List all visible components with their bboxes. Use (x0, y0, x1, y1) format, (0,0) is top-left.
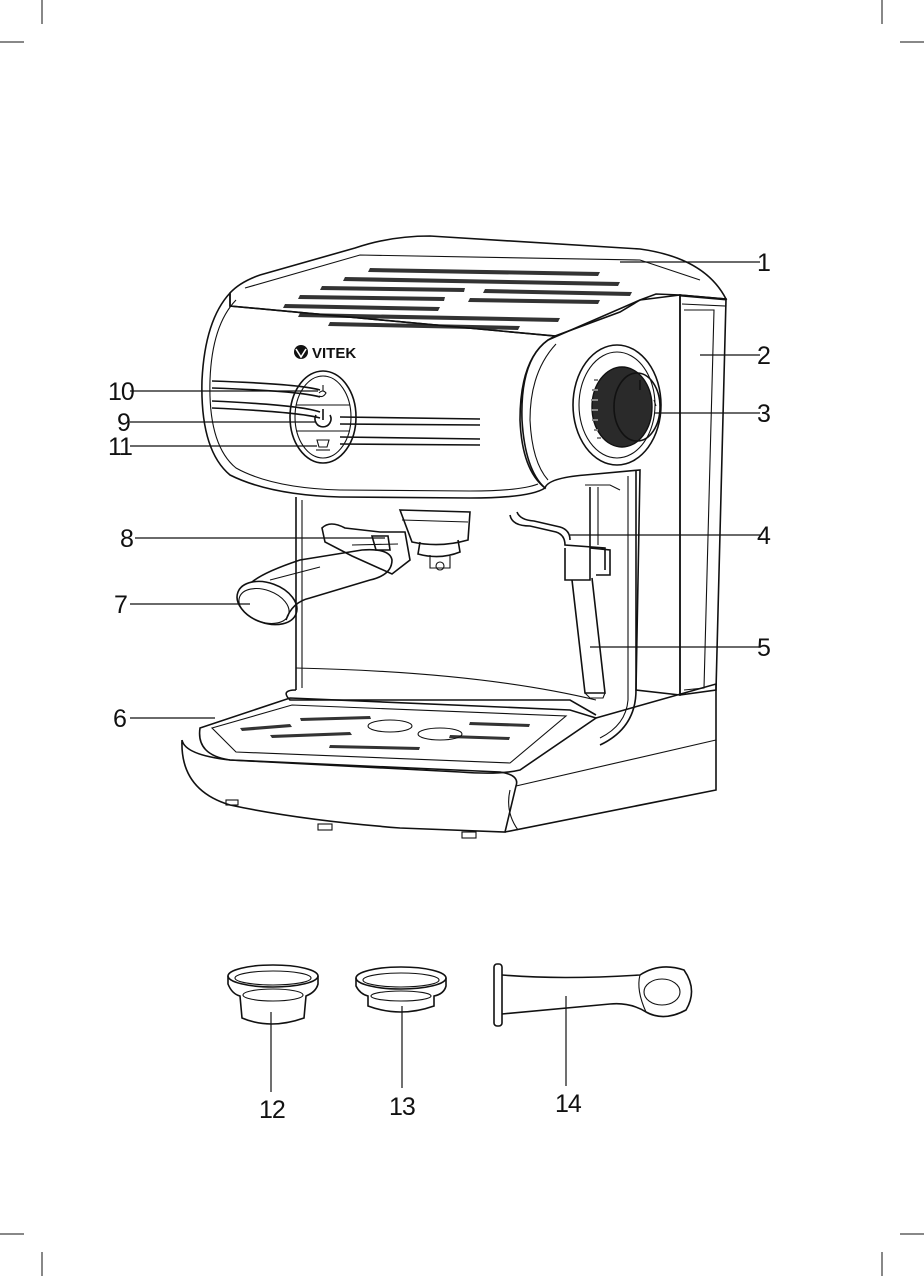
callout-8: 8 (120, 525, 133, 553)
callout-5: 5 (757, 634, 770, 662)
portafilter (231, 524, 410, 632)
measuring-spoon-tamper (494, 964, 692, 1026)
coffee-machine-drawing: VITEK (182, 236, 726, 838)
filter-basket-small (356, 967, 446, 1012)
brand-logo: VITEK (294, 345, 356, 362)
brew-group-head (400, 510, 470, 570)
callout-12: 12 (259, 1096, 285, 1124)
cup-warmer-grille (283, 268, 632, 330)
callout-2: 2 (757, 342, 770, 370)
callout-3: 3 (757, 400, 770, 428)
callout-13: 13 (389, 1093, 415, 1121)
callout-14: 14 (555, 1090, 582, 1118)
callout-labels: 1 2 3 4 5 6 7 8 9 10 11 12 13 14 (108, 249, 771, 1124)
coffee-cup-icon (316, 440, 330, 450)
top-lid (230, 236, 726, 336)
callout-1: 1 (757, 249, 770, 277)
drip-tray (182, 684, 716, 838)
steam-wand (510, 485, 620, 698)
callout-11: 11 (108, 433, 132, 461)
callout-4: 4 (757, 522, 771, 550)
svg-text:VITEK: VITEK (312, 345, 356, 362)
filter-basket-large (228, 965, 318, 1024)
steam-control-knob (573, 345, 661, 465)
front-housing: VITEK (202, 293, 680, 695)
callout-7: 7 (114, 591, 127, 619)
steam-indicator-icon (319, 385, 326, 397)
callout-10: 10 (108, 378, 134, 406)
callout-6: 6 (113, 705, 126, 733)
